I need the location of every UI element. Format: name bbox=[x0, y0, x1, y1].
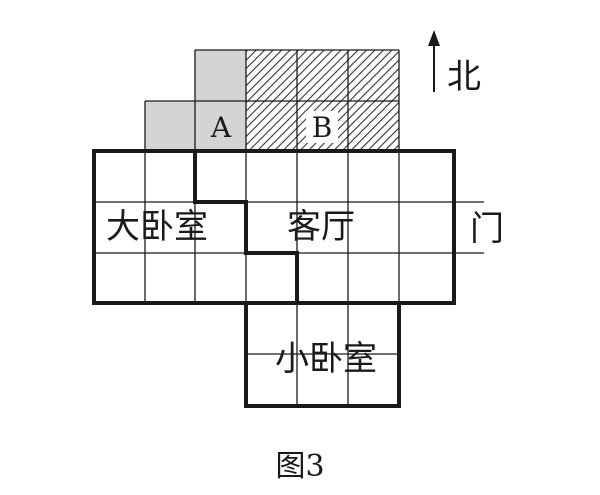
label-cell-b: B bbox=[312, 111, 333, 144]
main-block-outline bbox=[92, 149, 456, 305]
label-small-bedroom: 小卧室 bbox=[275, 339, 377, 379]
small-bedroom-outline bbox=[244, 301, 401, 408]
gray-cell-top bbox=[195, 50, 246, 101]
label-cell-a: A bbox=[210, 111, 232, 144]
door-lines bbox=[454, 201, 484, 254]
gray-cell-a bbox=[195, 101, 246, 151]
label-living-room: 客厅 bbox=[287, 207, 355, 247]
room-walls bbox=[92, 149, 456, 408]
gray-cells bbox=[145, 50, 246, 151]
cell-b-label-bg bbox=[306, 111, 338, 143]
master-bedroom-partition bbox=[193, 149, 299, 305]
north-arrow-head bbox=[428, 30, 440, 46]
north-arrow bbox=[428, 30, 440, 92]
hatched-cells bbox=[246, 50, 399, 151]
label-north: 北 bbox=[447, 57, 481, 97]
gray-cell-left bbox=[145, 101, 196, 151]
labels: A B 大卧室 客厅 小卧室 门 北 图3 bbox=[106, 57, 504, 484]
label-master-bedroom: 大卧室 bbox=[106, 207, 208, 247]
label-door: 门 bbox=[470, 209, 504, 249]
figure-caption: 图3 bbox=[275, 449, 324, 484]
